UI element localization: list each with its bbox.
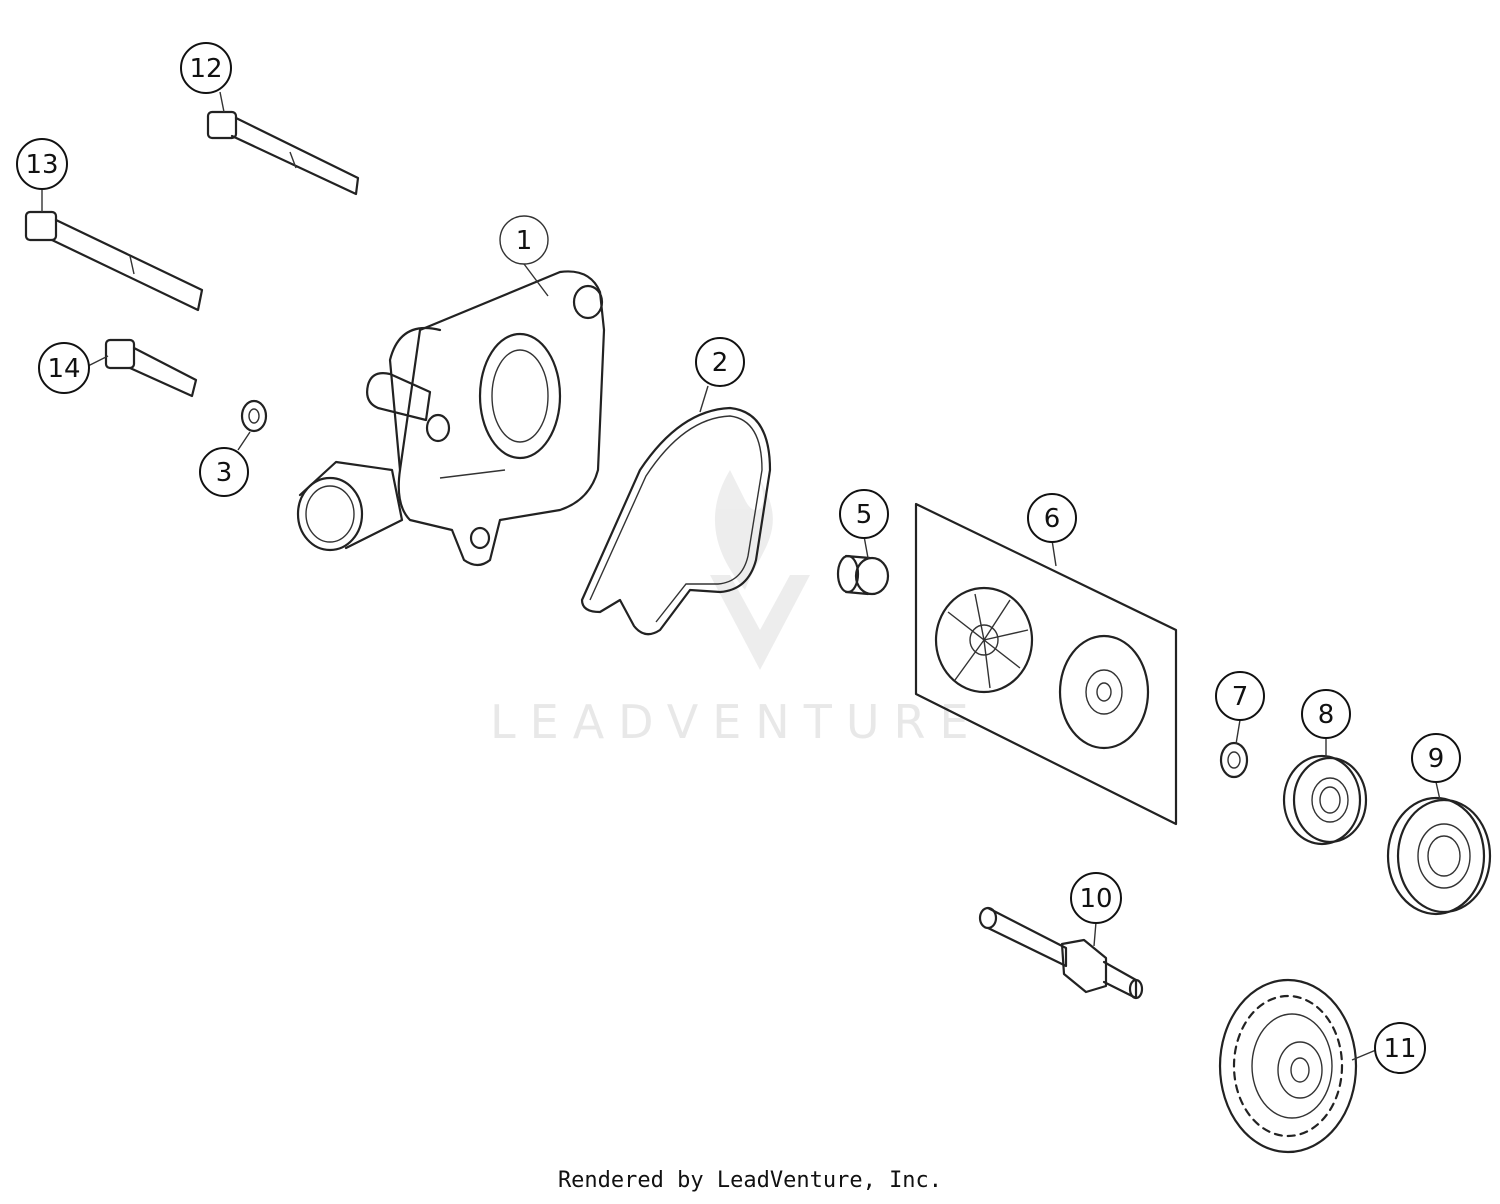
footer-credit: Rendered by LeadVenture, Inc. (557, 1168, 943, 1193)
part-10-shaft (978, 906, 1144, 1000)
callout-3[interactable]: 3 (199, 447, 249, 497)
callout-label: 10 (1079, 884, 1112, 914)
callout-11[interactable]: 11 (1374, 1022, 1426, 1074)
callout-label: 13 (25, 150, 58, 180)
part-5-seal (836, 554, 890, 596)
callout-6[interactable]: 6 (1027, 493, 1077, 543)
part-7-washer (1219, 741, 1249, 779)
callout-label: 7 (1232, 682, 1249, 712)
leader-lines (41, 91, 1441, 1061)
part-9-bearing (1386, 796, 1492, 916)
callout-label: 5 (856, 500, 873, 530)
part-1-pump-cover (296, 270, 606, 567)
callout-1[interactable]: 1 (499, 215, 549, 265)
callout-label: 14 (47, 354, 80, 384)
callout-label: 9 (1428, 744, 1445, 774)
callout-2[interactable]: 2 (695, 337, 745, 387)
part-14-bolt (104, 338, 198, 398)
callout-10[interactable]: 10 (1070, 872, 1122, 924)
callout-label: 6 (1044, 504, 1061, 534)
callout-label: 11 (1383, 1034, 1416, 1064)
callout-label: 8 (1318, 700, 1335, 730)
part-2-gasket (580, 406, 772, 636)
watermark: LEADVENTURE (490, 470, 983, 749)
part-11-gear (1218, 978, 1358, 1154)
callout-label: 3 (216, 458, 233, 488)
callout-label: 12 (189, 54, 222, 84)
callout-12[interactable]: 12 (180, 42, 232, 94)
part-3-washer (240, 399, 268, 433)
callout-9[interactable]: 9 (1411, 733, 1461, 783)
callout-label: 1 (516, 226, 533, 256)
watermark-text: LEADVENTURE (490, 695, 983, 749)
part-6-impeller-kit (914, 502, 1178, 826)
part-13-bolt (24, 210, 204, 312)
callout-label: 2 (712, 348, 729, 378)
part-8-bearing (1282, 754, 1368, 846)
callout-8[interactable]: 8 (1301, 689, 1351, 739)
callout-5[interactable]: 5 (839, 489, 889, 539)
callout-13[interactable]: 13 (16, 138, 68, 190)
callout-7[interactable]: 7 (1215, 671, 1265, 721)
part-12-bolt (206, 110, 360, 196)
callout-14[interactable]: 14 (38, 342, 90, 394)
